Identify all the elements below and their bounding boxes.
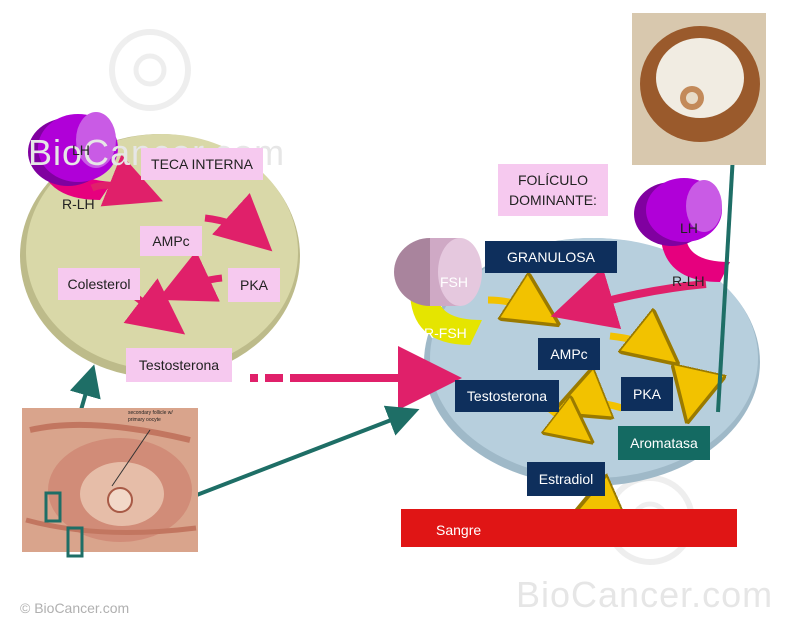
estradiol-label: Estradiol (527, 462, 605, 496)
rlh-label-right: R-LH (672, 273, 705, 289)
lh-label-left: LH (72, 142, 90, 158)
aromatasa-label: Aromatasa (618, 426, 710, 460)
granulosa-label: GRANULOSA (485, 241, 617, 273)
watermark-flower-top (109, 29, 191, 111)
follicle-title: FOLÍCULO DOMINANTE: (498, 164, 608, 216)
watermark-bottom: BioCancer.com (516, 574, 774, 615)
theca-pka: PKA (228, 268, 280, 302)
micrograph-caption: secondary follicle w/ primary oocyte (128, 410, 173, 423)
dash-2 (265, 374, 283, 382)
micrograph-secondary-follicle (22, 408, 198, 552)
theca-ampc: AMPc (140, 226, 202, 256)
arrow-fsh-to-granulosa (487, 300, 548, 318)
lh-cap-left (28, 112, 118, 186)
sangre-label: Sangre (436, 522, 482, 538)
theca-colesterol: Colesterol (58, 268, 140, 300)
dash-1 (250, 374, 258, 382)
arrow-pka-to-aromatasa (678, 380, 691, 410)
photo-dominant-follicle (632, 13, 766, 165)
granulosa-pka: PKA (621, 377, 673, 411)
fsh-cylinder (394, 238, 482, 306)
micrograph-box-1 (44, 491, 62, 523)
theca-testosterona: Testosterona (126, 348, 232, 382)
copyright-text: © BioCancer.com (20, 600, 130, 616)
rlh-label-left: R-LH (62, 196, 95, 212)
granulosa-testosterona: Testosterona (455, 380, 559, 412)
arrow-rlh-to-ampc (90, 154, 163, 207)
theca-title: TECA INTERNA (141, 148, 263, 180)
micrograph-box-2 (66, 526, 84, 558)
rfsh-label: R-FSH (424, 325, 467, 341)
arrow-lh-to-granulosa (550, 267, 707, 329)
granulosa-ampc: AMPc (538, 338, 600, 370)
fsh-label: FSH (440, 274, 468, 290)
lh-label-right: LH (680, 220, 698, 236)
sangre-bar (401, 509, 737, 547)
lh-cap-right (634, 178, 722, 246)
arrow-ampc-to-pka (204, 193, 273, 252)
arrow-ampc-to-pka-right (609, 336, 668, 356)
